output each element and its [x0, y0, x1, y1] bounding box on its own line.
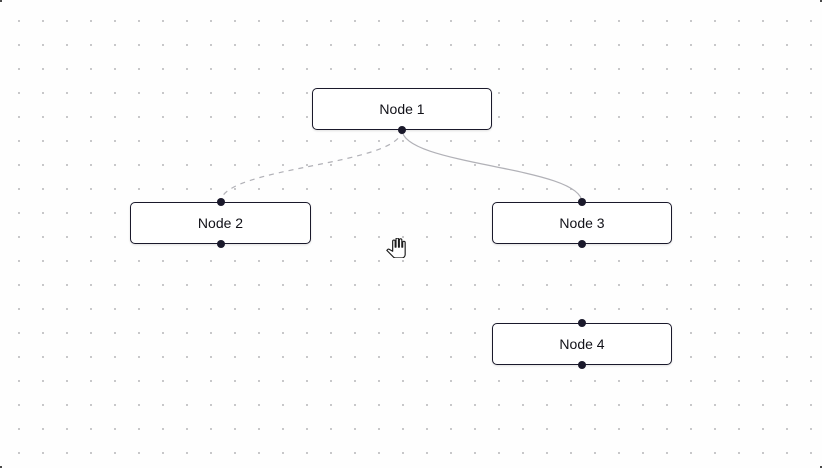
edge-node1-node3[interactable] — [401, 129, 583, 203]
node-1-label: Node 1 — [379, 101, 425, 117]
window-corner-bottom-right — [820, 466, 822, 468]
window-corner-top-right — [820, 0, 822, 2]
flow-node-1[interactable]: Node 1 — [312, 88, 492, 134]
node-4-target-handle[interactable] — [578, 319, 586, 327]
node-4-label: Node 4 — [559, 336, 605, 352]
node-1-source-handle[interactable] — [398, 126, 406, 134]
flow-node-2[interactable]: Node 2 — [130, 198, 311, 248]
node-4-source-handle[interactable] — [578, 361, 586, 369]
flow-node-4[interactable]: Node 4 — [492, 319, 672, 369]
flow-node-3[interactable]: Node 3 — [492, 198, 672, 248]
node-3-source-handle[interactable] — [578, 240, 586, 248]
node-2-label: Node 2 — [197, 215, 244, 231]
window-corner-bottom-left — [0, 466, 2, 468]
window-corner-top-left — [0, 0, 2, 2]
node-2-target-handle[interactable] — [216, 198, 225, 206]
node-2-source-handle[interactable] — [216, 240, 225, 248]
grab-hand-cursor-icon — [386, 238, 406, 258]
node-3-label: Node 3 — [559, 215, 605, 231]
edge-node1-node2[interactable] — [219, 129, 403, 203]
node-3-target-handle[interactable] — [578, 198, 586, 206]
